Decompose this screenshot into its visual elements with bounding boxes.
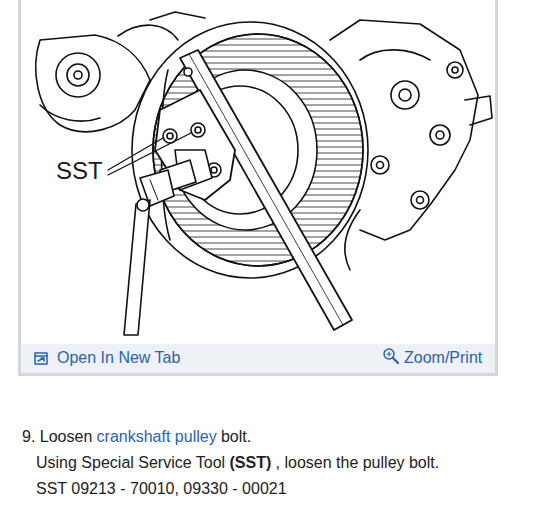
link-text: crankshaft pulley [97, 428, 217, 445]
step-text: bolt. [221, 428, 251, 445]
text-line: 9. Loosen crankshaft pulleybolt. [22, 428, 251, 446]
text-line: SST 09213 - 70010, 09330 - 00021 [36, 480, 287, 498]
callout-label: SST [56, 157, 103, 185]
open-tab-link: Open In New Tab [57, 349, 180, 367]
step-text: , loosen the pulley bolt. [276, 454, 440, 471]
text-line: Using Special Service Tool(SST) , loosen … [36, 454, 439, 472]
bold-text: (SST) [229, 454, 271, 471]
step-text: Using Special Service Tool [36, 454, 225, 471]
step-text: 9. Loosen [22, 428, 92, 445]
tool-number: SST 09213 - 70010, 09330 - 00021 [36, 480, 287, 497]
zoom-print-link: Zoom/Print [404, 349, 482, 367]
